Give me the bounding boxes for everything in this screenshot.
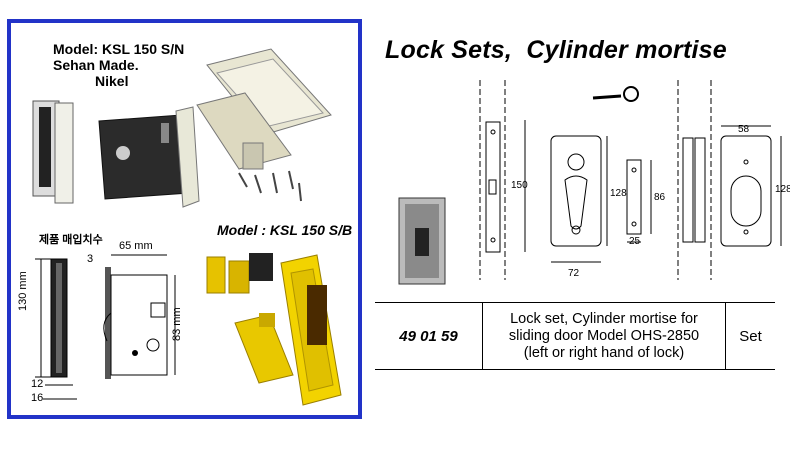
- description-line-3: (left or right hand of lock): [523, 344, 685, 361]
- lock-photo-brass: [206, 253, 342, 406]
- dim-face-16: 16: [31, 392, 44, 404]
- dim-edge-3: 3: [87, 253, 94, 265]
- lock-body-sketch: [398, 197, 446, 285]
- model-line-3: Nikel: [95, 73, 129, 89]
- dim-height-130: 130 mm: [17, 271, 29, 311]
- lock-faceplate-drawing: [35, 258, 77, 400]
- description-line-2: sliding door Model OHS-2850: [508, 327, 700, 344]
- lock-photo-center: [98, 106, 200, 208]
- mounting-dimension-label: 제품 매입치수: [39, 234, 103, 246]
- dim-72: 72: [568, 268, 580, 279]
- product-code: 49 01 59: [375, 303, 483, 369]
- lock-photo-top-left: [32, 100, 74, 204]
- door-section-right: [677, 80, 712, 280]
- dim-face-12: 12: [31, 378, 44, 390]
- description-line-1: Lock set, Cylinder mortise for: [510, 310, 698, 327]
- key-icon: [592, 86, 639, 102]
- model-label-sn: Model: KSL 150 S/N Sehan Made. Nikel: [53, 41, 184, 89]
- dim-128-right: 128: [775, 184, 790, 195]
- product-spec-row: 49 01 59 Lock set, Cylinder mortise for …: [375, 302, 775, 370]
- cover-plate-front: [550, 135, 602, 247]
- lock-body-drawing: [103, 254, 176, 379]
- model-line-2: Sehan Made.: [53, 57, 139, 73]
- dim-25: 25: [629, 236, 641, 247]
- product-description: Lock set, Cylinder mortise for sliding d…: [483, 303, 726, 369]
- dim-height-83: 83 mm: [171, 307, 183, 341]
- product-unit: Set: [739, 327, 762, 345]
- page-title: Lock Sets, Cylinder mortise: [385, 36, 727, 64]
- model-line-1: Model: KSL 150 S/N: [53, 41, 185, 57]
- dim-150: 150: [511, 180, 528, 191]
- model-label-sb: Model : KSL 150 S/B: [217, 222, 353, 238]
- dim-128-left: 128: [610, 188, 627, 199]
- lock-photo-plates: [196, 48, 332, 202]
- cover-plate-rear: [720, 135, 772, 247]
- door-section-left: [479, 80, 506, 280]
- dim-58: 58: [738, 124, 750, 135]
- dim-width-65: 65 mm: [119, 240, 153, 252]
- technical-drawing: 150 128 86 25 72 58 128: [398, 80, 790, 285]
- product-photo-panel: Model: KSL 150 S/N Sehan Made. Nikel Mod…: [7, 19, 362, 419]
- faceplate-drawing: [626, 159, 642, 235]
- dim-86: 86: [654, 192, 666, 203]
- product-photo-illustrations: [32, 48, 342, 406]
